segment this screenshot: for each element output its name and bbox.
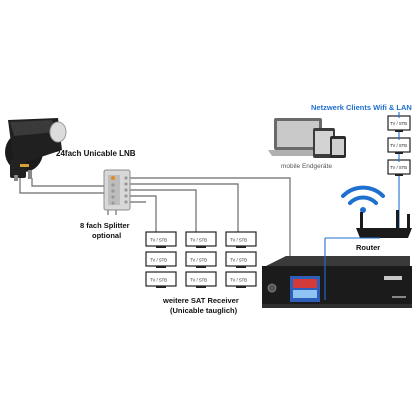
splitter-label: 8 fach Splitter (80, 221, 130, 230)
laptop-icon (268, 118, 328, 156)
coax-cables (19, 177, 291, 258)
tv-stb-label: TV / STB (190, 258, 207, 263)
tv-stb-label: TV / STB (190, 238, 207, 243)
splitter-optional-label: optional (92, 231, 121, 240)
network-client-tvs: TV / STB TV / STB TV / STB (387, 115, 411, 176)
tv-stb-device: TV / STB (145, 231, 177, 248)
tv-stb-label: TV / STB (390, 121, 407, 126)
tv-stb-label: TV / STB (230, 278, 247, 283)
router-label: Router (356, 243, 380, 252)
network-clients-title: Netzwerk Clients Wifi & LAN (311, 103, 412, 112)
tv-stb-label: TV / STB (150, 278, 167, 283)
receivers-sublabel: (Unicable tauglich) (170, 306, 238, 315)
mobile-devices-label: mobile Endgeräte (281, 163, 332, 170)
sat-receiver (262, 256, 412, 308)
router-icon (356, 210, 412, 238)
tv-stb-device: TV / STB (185, 251, 217, 268)
tv-stb-device: TV / STB (225, 251, 257, 268)
tv-stb-label: TV / STB (150, 258, 167, 263)
lnb-label: 24fach Unicable LNB (56, 149, 136, 158)
tv-stb-device: TV / STB (225, 231, 257, 248)
tv-stb-device: TV / STB (387, 137, 411, 154)
tv-stb-device: TV / STB (145, 271, 177, 288)
tv-stb-label: TV / STB (230, 238, 247, 243)
unicable-lnb (5, 118, 67, 181)
tv-stb-device: TV / STB (387, 159, 411, 176)
tv-stb-device: TV / STB (185, 271, 217, 288)
tv-stb-device: TV / STB (387, 115, 411, 132)
tv-stb-label: TV / STB (230, 258, 247, 263)
lnb-brand-icon (20, 164, 29, 167)
wifi-icon (341, 185, 385, 213)
receiver-grid: TV / STB TV / STB TV / STB TV / STB TV /… (145, 231, 257, 288)
tablet-icon (313, 128, 335, 158)
power-button-icon (267, 283, 277, 293)
tv-stb-device: TV / STB (145, 251, 177, 268)
splitter (103, 169, 131, 211)
tv-stb-label: TV / STB (390, 165, 407, 170)
tv-stb-label: TV / STB (190, 278, 207, 283)
tv-stb-label: TV / STB (150, 238, 167, 243)
receivers-label: weitere SAT Receiver (162, 296, 239, 305)
tv-stb-device: TV / STB (185, 231, 217, 248)
tv-stb-device: TV / STB (225, 271, 257, 288)
tv-stb-label: TV / STB (390, 143, 407, 148)
receiver-brand-icon (384, 276, 402, 280)
tablet-icon (330, 136, 346, 158)
